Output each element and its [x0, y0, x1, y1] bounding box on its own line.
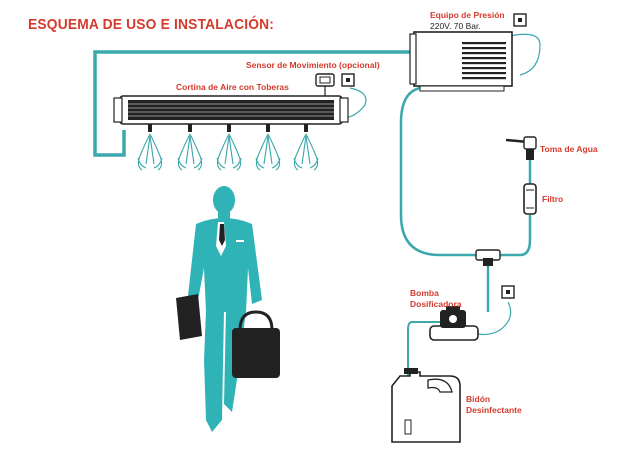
pipe-tee-to-filter [498, 215, 532, 257]
folder-icon [176, 294, 202, 340]
label-water-inlet: Toma de Agua [540, 144, 598, 154]
pump-icon [429, 306, 479, 341]
cable-sensor [341, 87, 367, 119]
cable-pressure-unit [509, 33, 541, 76]
pipe-to-curtain [93, 50, 414, 157]
nozzle-sprays [137, 124, 319, 171]
nozzle-spray [216, 124, 242, 171]
label-jug-2: Desinfectante [466, 405, 522, 415]
briefcase-icon [232, 310, 280, 378]
outlet-icon [513, 13, 527, 27]
pressure-unit [409, 31, 513, 92]
cable-pump [477, 301, 512, 336]
label-filter: Filtro [542, 194, 564, 204]
tee-fitting [475, 249, 501, 266]
label-air-curtain: Cortina de Aire con Toberas [176, 82, 289, 92]
nozzle-spray [177, 124, 203, 171]
label-jug-1: Bidón [466, 394, 491, 404]
label-pump-2: Dosificadora [410, 299, 462, 309]
outlet-icon [341, 73, 355, 87]
label-pressure-unit: Equipo de Presión [430, 10, 505, 20]
nozzle-spray [255, 124, 281, 171]
motion-sensor-icon [315, 73, 335, 96]
filter-icon [523, 183, 537, 215]
jug-icon [391, 368, 461, 443]
label-pump-1: Bomba [410, 288, 439, 298]
label-pressure-spec: 220V. 70 Bar. [430, 21, 481, 31]
outlet-icon [501, 285, 515, 299]
pipe-pump-to-jug [407, 321, 440, 440]
nozzle-spray [137, 124, 163, 171]
water-tap-icon [505, 136, 537, 160]
pipe-pressure-to-tee [399, 86, 478, 257]
air-curtain [113, 95, 349, 125]
diagram-title: ESQUEMA DE USO E INSTALACIÓN: [28, 16, 275, 33]
nozzle-spray [293, 124, 319, 171]
label-motion-sensor: Sensor de Movimiento (opcional) [246, 60, 380, 70]
